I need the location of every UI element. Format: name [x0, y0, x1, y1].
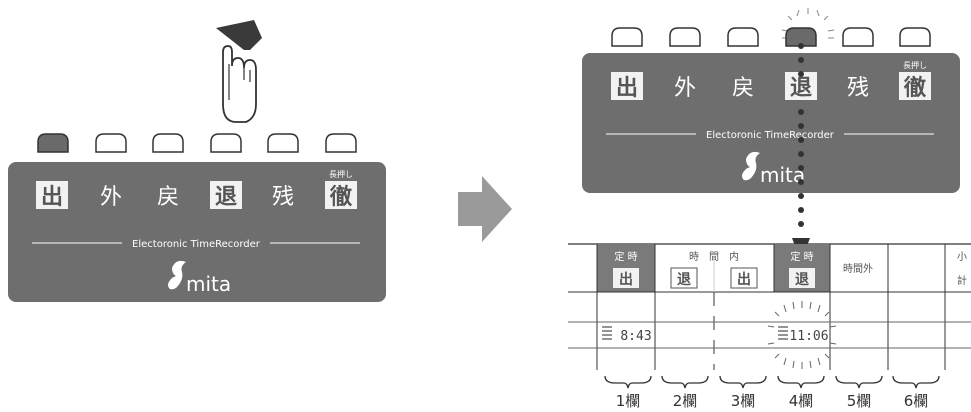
right-long-press-note: 長押し	[903, 60, 927, 70]
left-key-box-4	[210, 181, 242, 209]
header-ret-2: 退	[795, 272, 809, 288]
right-key-3: 戻	[732, 76, 754, 101]
left-button-1[interactable]	[37, 133, 69, 153]
right-button-6[interactable]	[899, 27, 931, 47]
left-key-1: 出	[41, 185, 63, 210]
column-label-4: 4欄	[789, 392, 814, 410]
stamp-4-day-icon	[778, 326, 788, 340]
header-cell-ret-box	[789, 268, 815, 288]
right-logo-text: mita	[760, 163, 805, 187]
left-logo-icon	[168, 260, 186, 290]
header-cell-3-box	[730, 267, 758, 289]
left-key-5: 残	[272, 185, 294, 210]
column-label-5: 5欄	[847, 392, 872, 410]
column-label-1: 1欄	[616, 392, 641, 410]
right-key-4: 退	[790, 76, 812, 101]
right-button-5[interactable]	[842, 27, 874, 47]
left-recorder: 出 外 戻 退 残 長押し 徹 Electoronic TimeRecorder…	[8, 20, 386, 302]
brace-5	[835, 375, 883, 389]
header-cell-2-box	[670, 267, 698, 289]
header-jikangai: 時間外	[843, 263, 873, 275]
left-key-4: 退	[215, 185, 237, 210]
column-label-2: 2欄	[673, 392, 698, 410]
brace-2	[661, 375, 709, 389]
right-recorder-panel	[582, 53, 960, 193]
left-key-6: 徹	[329, 184, 353, 210]
stamp-1-day-icon	[602, 326, 612, 340]
right-button-4[interactable]	[785, 27, 817, 47]
column-label-6: 6欄	[904, 392, 929, 410]
left-key-2: 外	[100, 185, 122, 210]
right-recorder: 出 外 戻 退 残 長押し 徹 Electoronic TimeRecorder…	[582, 8, 960, 193]
left-button-2[interactable]	[95, 133, 127, 153]
header-teiji-2: 定 時	[790, 250, 813, 263]
left-key-box-1	[36, 181, 68, 209]
column-braces	[604, 375, 940, 389]
left-button-4[interactable]	[210, 133, 242, 153]
right-key-5: 残	[847, 76, 869, 101]
column-label-3: 3欄	[731, 392, 756, 410]
stamp-4-glow	[767, 301, 837, 369]
left-long-press-note: 長押し	[329, 169, 353, 179]
brace-6	[892, 375, 940, 389]
header-teiji-1: 定 時	[614, 250, 637, 263]
left-button-5[interactable]	[267, 133, 299, 153]
left-logo-text: mita	[186, 272, 231, 296]
brace-4	[777, 375, 825, 389]
header-out-1: 出	[619, 271, 633, 288]
left-brand-line: Electoronic TimeRecorder	[132, 239, 261, 250]
right-key-1: 出	[616, 76, 638, 101]
header-cell-out-box	[613, 268, 639, 288]
left-key-box-6	[325, 181, 357, 209]
right-brand-line: Electoronic TimeRecorder	[706, 130, 835, 141]
right-logo-icon	[742, 151, 760, 181]
right-key-2: 外	[674, 76, 696, 101]
left-button-row	[37, 133, 357, 153]
header-sho: 小	[957, 251, 967, 263]
left-button-6[interactable]	[325, 133, 357, 153]
time-card: 定 時 出 時 間 内 退 出 定 時 退 時間外 小 計 8:43	[568, 243, 971, 370]
right-key-box-6	[899, 72, 931, 100]
left-key-3: 戻	[157, 185, 179, 210]
brace-1	[604, 375, 652, 389]
left-button-3[interactable]	[152, 133, 184, 153]
column-labels: 1欄 2欄 3欄 4欄 5欄 6欄	[616, 392, 929, 410]
pointing-hand-icon	[216, 20, 262, 123]
right-key-6: 徹	[903, 75, 927, 101]
right-button-2[interactable]	[669, 27, 701, 47]
right-key-box-1	[611, 72, 643, 100]
stamp-4-time: 11:06	[789, 329, 828, 344]
header-kei: 計	[957, 274, 967, 287]
left-recorder-panel	[8, 162, 386, 302]
right-button-3[interactable]	[727, 27, 759, 47]
stamp-1-time: 8:43	[620, 329, 651, 344]
header-ret-1: 退	[677, 272, 691, 288]
header-out-2: 出	[737, 271, 751, 288]
right-arrow-icon	[458, 176, 512, 242]
brace-3	[719, 375, 767, 389]
right-button-1[interactable]	[611, 27, 643, 47]
